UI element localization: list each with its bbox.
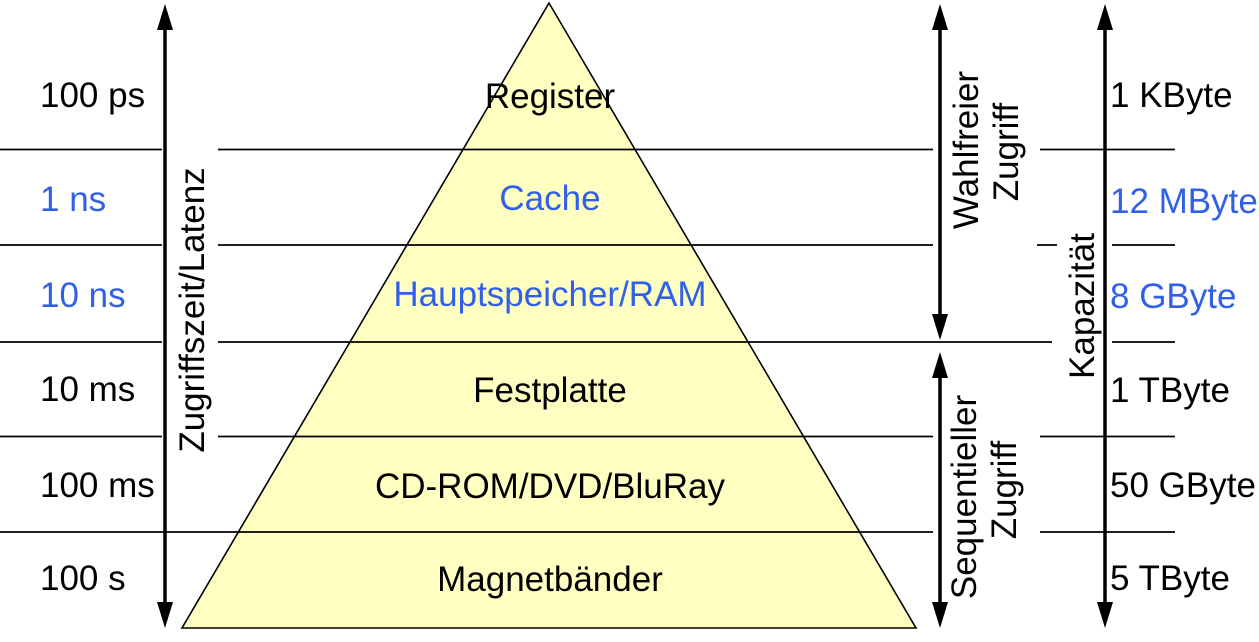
arrow-down-icon <box>932 602 948 628</box>
sequential-access-label: Sequentieller Zugriff <box>945 395 1024 600</box>
arrow-up-icon <box>1097 4 1113 30</box>
capacity-axis-arrow <box>1097 4 1113 628</box>
latency-values: 100 ps 1 ns 10 ns 10 ms 100 ms 100 s <box>40 76 155 598</box>
random-access-label: Wahlfreier Zugriff <box>947 71 1026 230</box>
capacity-value-disk: 1 TByte <box>1110 371 1230 410</box>
arrow-down-icon <box>932 314 948 340</box>
arrow-up-icon <box>932 4 948 30</box>
latency-value-disk: 10 ms <box>40 370 135 409</box>
pyramid-shape <box>180 1 918 629</box>
level-labels: Register Cache Hauptspeicher/RAM Festpla… <box>375 77 726 599</box>
arrow-down-icon <box>157 602 173 628</box>
arrow-up-icon <box>157 4 173 30</box>
arrow-down-icon <box>1097 602 1113 628</box>
capacity-axis-label: Kapazität <box>1063 233 1102 379</box>
capacity-value-register: 1 KByte <box>1110 76 1233 115</box>
latency-axis-arrow <box>157 4 173 628</box>
latency-value-optical: 100 ms <box>40 466 155 505</box>
level-label-register: Register <box>485 77 616 116</box>
sequential-access-label-line1: Sequentieller <box>945 395 984 600</box>
capacity-value-optical: 50 GByte <box>1110 466 1256 505</box>
capacity-values: 1 KByte 12 MByte 8 GByte 1 TByte 50 GByt… <box>1110 76 1258 598</box>
sequential-access-label-line2: Zugriff <box>985 440 1024 539</box>
sequential-access-arrow <box>932 352 948 628</box>
capacity-value-cache: 12 MByte <box>1110 182 1258 221</box>
level-label-disk: Festplatte <box>473 371 627 410</box>
capacity-value-ram: 8 GByte <box>1110 277 1236 316</box>
random-access-arrow <box>932 4 948 340</box>
latency-value-register: 100 ps <box>40 76 145 115</box>
random-access-label-line1: Wahlfreier <box>947 71 986 230</box>
level-label-ram: Hauptspeicher/RAM <box>393 275 706 314</box>
arrow-up-icon <box>932 352 948 378</box>
level-label-optical: CD-ROM/DVD/BluRay <box>375 467 726 506</box>
capacity-value-tape: 5 TByte <box>1110 559 1230 598</box>
level-separator-lines <box>0 148 1175 533</box>
level-label-cache: Cache <box>499 179 600 218</box>
latency-value-ram: 10 ns <box>40 276 126 315</box>
latency-value-cache: 1 ns <box>40 180 106 219</box>
level-label-tape: Magnetbänder <box>437 560 663 599</box>
latency-axis-label: Zugriffszeit/Latenz <box>173 167 212 452</box>
random-access-label-line2: Zugriff <box>987 102 1026 201</box>
latency-value-tape: 100 s <box>40 559 126 598</box>
